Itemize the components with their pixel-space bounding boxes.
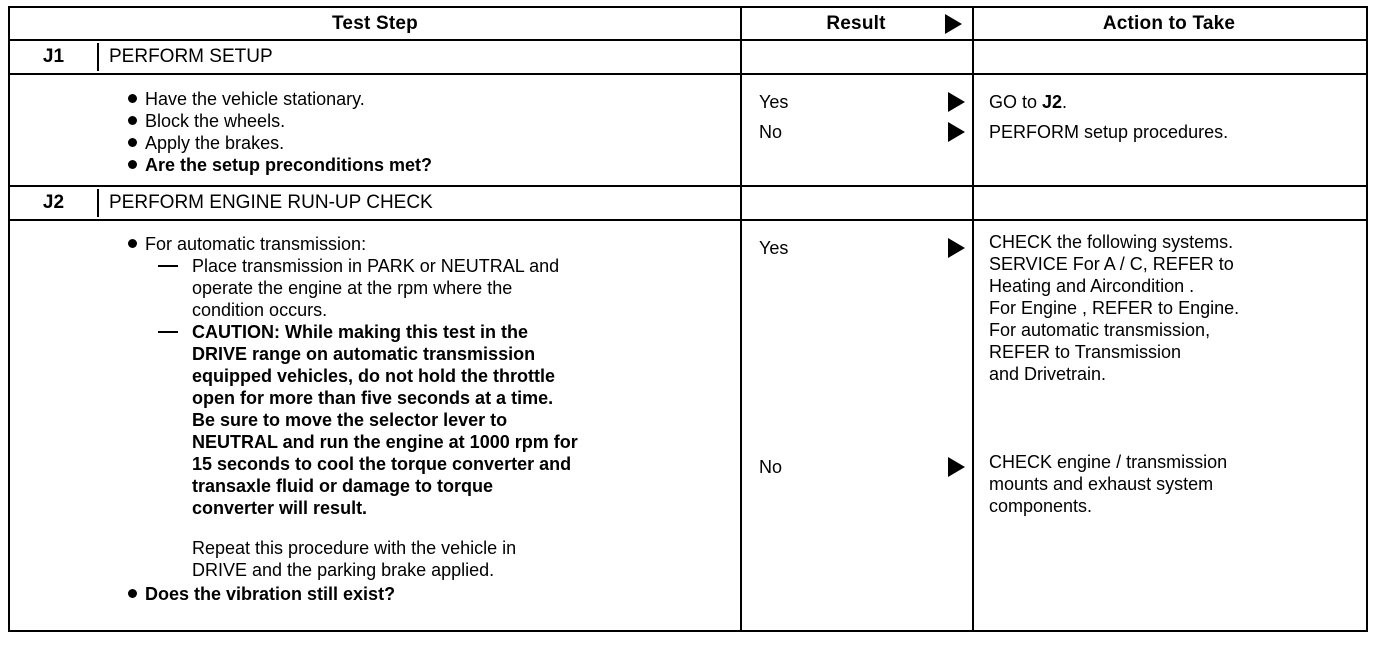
step-title-j1: PERFORM SETUP bbox=[109, 46, 273, 67]
list-item: For automatic transmission: bbox=[10, 233, 740, 255]
result-cell-j2-no: No bbox=[740, 452, 972, 482]
list-item: Apply the brakes. bbox=[10, 132, 740, 154]
column-header-action-to-take: Action to Take bbox=[1102, 13, 1236, 34]
step-id-divider-j1 bbox=[97, 43, 99, 71]
column-header-result-label: Result bbox=[826, 13, 886, 34]
sub-list-item: Place transmission in PARK or NEUTRAL an… bbox=[10, 255, 740, 321]
list-item-text: Are the setup preconditions met? bbox=[145, 155, 433, 175]
rule-below-header bbox=[10, 39, 1366, 41]
action-line-yes-j1: GO to J2. bbox=[972, 87, 1366, 117]
paragraph-line: DRIVE and the parking brake applied. bbox=[192, 560, 495, 580]
triangle-right-icon bbox=[948, 238, 965, 258]
action-text-post: . bbox=[1062, 92, 1068, 112]
rule-below-body-j1 bbox=[10, 185, 1366, 187]
result-row-no-j2: No bbox=[740, 452, 972, 482]
result-label-yes: Yes bbox=[759, 92, 789, 112]
sub-list-item-line: Place transmission in PARK or NEUTRAL an… bbox=[192, 256, 560, 276]
action-line: Heating and Aircondition . bbox=[989, 276, 1195, 296]
caution-line: NEUTRAL and run the engine at 1000 rpm f… bbox=[192, 432, 578, 452]
action-line: CHECK engine / transmission bbox=[989, 452, 1228, 472]
action-cell-j2-no: CHECK engine / transmission mounts and e… bbox=[972, 451, 1366, 517]
rule-below-step-j2 bbox=[10, 219, 1366, 221]
triangle-right-icon bbox=[945, 14, 962, 34]
result-row-yes-j2: Yes bbox=[740, 233, 972, 263]
list-item: Have the vehicle stationary. bbox=[10, 88, 740, 110]
sub-list-item-line: condition occurs. bbox=[192, 300, 328, 320]
paragraph-line: Repeat this procedure with the vehicle i… bbox=[192, 538, 517, 558]
action-line: mounts and exhaust system bbox=[989, 474, 1214, 494]
action-text-pre: GO to bbox=[989, 92, 1043, 112]
step-header-row-j2: J2 PERFORM ENGINE RUN-UP CHECK bbox=[10, 187, 740, 219]
test-step-body-j1: Have the vehicle stationary. Block the w… bbox=[10, 88, 740, 176]
test-step-body-j2: For automatic transmission: Place transm… bbox=[10, 233, 740, 605]
caution-line: transaxle fluid or damage to torque bbox=[192, 476, 494, 496]
list-item-text: Block the wheels. bbox=[145, 111, 286, 131]
action-line: For automatic transmission, bbox=[989, 320, 1211, 340]
caution-line: 15 seconds to cool the torque converter … bbox=[192, 454, 572, 474]
rule-below-step-j1 bbox=[10, 73, 1366, 75]
table-header-row: Test Step Result Action to Take bbox=[10, 8, 1366, 39]
result-cell-j2: Yes bbox=[740, 233, 972, 263]
action-cell-j2-yes: CHECK the following systems. SERVICE For… bbox=[972, 231, 1366, 385]
diagnostic-table: Test Step Result Action to Take J1 PERFO… bbox=[8, 6, 1368, 632]
action-line: REFER to Transmission bbox=[989, 342, 1182, 362]
dash-icon bbox=[158, 331, 178, 333]
bullet-icon bbox=[128, 116, 137, 125]
action-step-ref: J2 bbox=[1042, 92, 1063, 112]
action-cell-j1: GO to J2. PERFORM setup procedures. bbox=[972, 87, 1366, 147]
action-line: CHECK the following systems. bbox=[989, 232, 1234, 252]
paragraph-spacer bbox=[10, 519, 740, 537]
column-header-result: Result bbox=[740, 8, 972, 39]
caution-line: open for more than five seconds at a tim… bbox=[192, 388, 554, 408]
caution-line: equipped vehicles, do not hold the throt… bbox=[192, 366, 556, 386]
bullet-icon bbox=[128, 138, 137, 147]
step-header-row-j1: J1 PERFORM SETUP bbox=[10, 41, 740, 73]
triangle-right-icon bbox=[948, 122, 965, 142]
dash-icon bbox=[158, 265, 178, 267]
result-row-yes-j1: Yes bbox=[740, 87, 972, 117]
result-label-no: No bbox=[759, 122, 783, 142]
sub-list-item-caution: CAUTION: While making this test in the D… bbox=[10, 321, 740, 519]
action-line: components. bbox=[989, 496, 1093, 516]
bullet-icon bbox=[128, 94, 137, 103]
list-item: Are the setup preconditions met? bbox=[10, 154, 740, 176]
caution-line: converter will result. bbox=[192, 498, 368, 518]
step-id-j1: J1 bbox=[42, 46, 65, 67]
result-cell-j1: Yes No bbox=[740, 87, 972, 147]
bullet-icon bbox=[128, 239, 137, 248]
column-header-test-step: Test Step bbox=[332, 13, 418, 34]
bullet-icon bbox=[128, 160, 137, 169]
step-id-divider-j2 bbox=[97, 189, 99, 217]
caution-line: DRIVE range on automatic transmission bbox=[192, 344, 536, 364]
result-row-no-j1: No bbox=[740, 117, 972, 147]
step-id-j2: J2 bbox=[42, 192, 65, 213]
step-title-j2: PERFORM ENGINE RUN-UP CHECK bbox=[109, 192, 433, 213]
list-item-text: Does the vibration still exist? bbox=[145, 584, 396, 604]
column-rule-action bbox=[972, 8, 974, 630]
column-rule-result bbox=[740, 8, 742, 630]
action-line: For Engine , REFER to Engine. bbox=[989, 298, 1240, 318]
result-label-no: No bbox=[759, 457, 783, 477]
action-line: SERVICE For A / C, REFER to bbox=[989, 254, 1234, 274]
list-item-text: For automatic transmission: bbox=[145, 234, 367, 254]
list-item: Does the vibration still exist? bbox=[10, 583, 740, 605]
sub-list-item-line: operate the engine at the rpm where the bbox=[192, 278, 513, 298]
triangle-right-icon bbox=[948, 457, 965, 477]
bullet-icon bbox=[128, 589, 137, 598]
caution-line: Be sure to move the selector lever to bbox=[192, 410, 508, 430]
action-line: and Drivetrain. bbox=[989, 364, 1107, 384]
triangle-right-icon bbox=[948, 92, 965, 112]
list-item: Block the wheels. bbox=[10, 110, 740, 132]
caution-line: CAUTION: While making this test in the bbox=[192, 322, 529, 342]
list-item-text: Apply the brakes. bbox=[145, 133, 285, 153]
list-item-text: Have the vehicle stationary. bbox=[145, 89, 365, 109]
action-line-no-j1: PERFORM setup procedures. bbox=[989, 122, 1229, 142]
result-label-yes: Yes bbox=[759, 238, 789, 258]
